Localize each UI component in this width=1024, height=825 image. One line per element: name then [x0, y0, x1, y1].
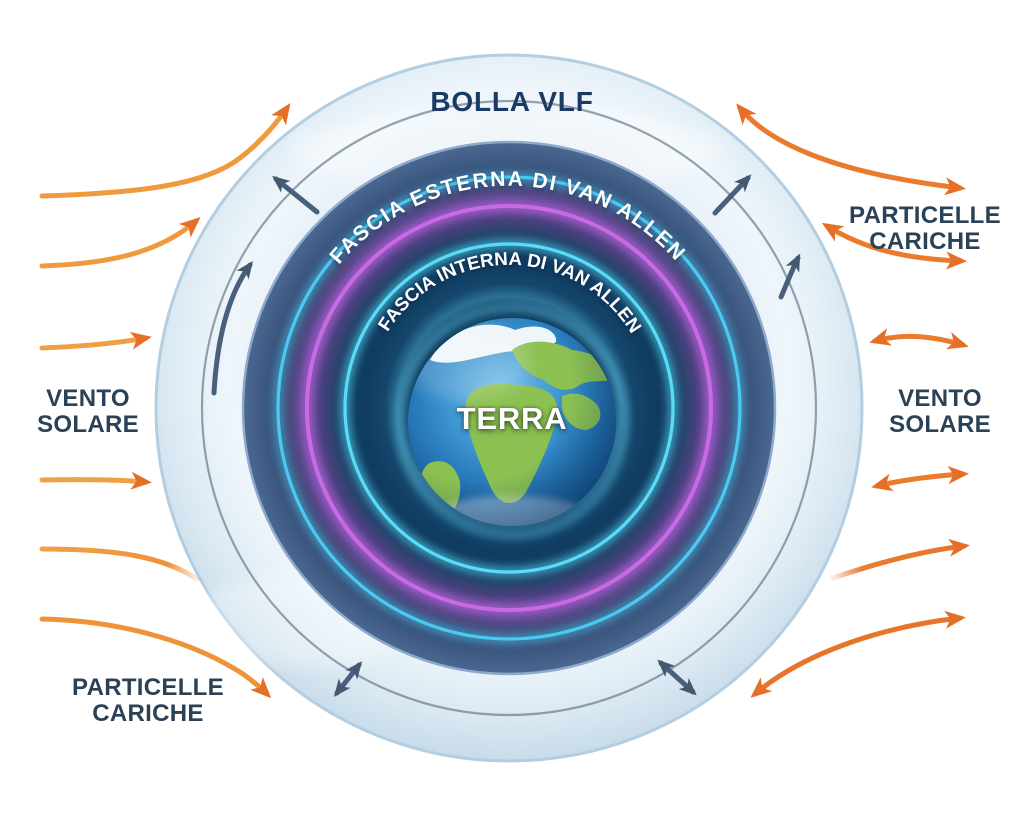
deflected-particle-arrow-right-1: [736, 103, 966, 196]
cyan-ring-outer: [276, 175, 742, 641]
boundary-arrows: [211, 174, 801, 697]
double-arrow-bottom-left: [333, 661, 363, 697]
flow-arrow-right-shell: [778, 253, 801, 300]
solar-wind-label-right: VENTO SOLARE: [889, 385, 991, 438]
solar-wind-arrow-left-3: [39, 331, 152, 351]
solar-wind-arrow-right-4: [871, 466, 969, 492]
flow-arrow-left-shell: [211, 260, 253, 396]
charged-particles-label-bottom-left: PARTICELLE CARICHE: [72, 674, 224, 727]
charged-particle-arrow-bottom-left: [39, 616, 272, 699]
bubble-inner-boundary-line: [200, 99, 818, 717]
solar-wind-stream-left-5: [39, 546, 200, 582]
charged-particles-label-top-right: PARTICELLE CARICHE: [849, 202, 1001, 255]
solar-wind-arrow-left-1: [39, 103, 291, 199]
solar-wind-arrows: [39, 103, 970, 699]
cyan-ring-inner: [343, 242, 675, 574]
magenta-ring: [305, 204, 713, 612]
outward-arrow-top-left: [272, 175, 320, 215]
earth-shading: [408, 318, 616, 526]
diagram-title: BOLLA VLF: [430, 86, 594, 117]
earth-label: TERRA: [456, 401, 568, 436]
solar-wind-arrow-left-4: [39, 471, 152, 490]
deflected-particle-arrow-right-2: [821, 222, 967, 270]
solar-wind-arrow-right-5: [830, 538, 970, 581]
solar-wind-label-left: VENTO SOLARE: [37, 385, 139, 438]
atmosphere-glow: [394, 304, 630, 540]
deflected-particle-arrow-bottom-right: [750, 610, 966, 698]
solar-wind-arrow-right-3: [869, 328, 969, 350]
solar-wind-arrow-left-2: [39, 217, 201, 269]
double-arrow-bottom-right: [657, 659, 697, 696]
